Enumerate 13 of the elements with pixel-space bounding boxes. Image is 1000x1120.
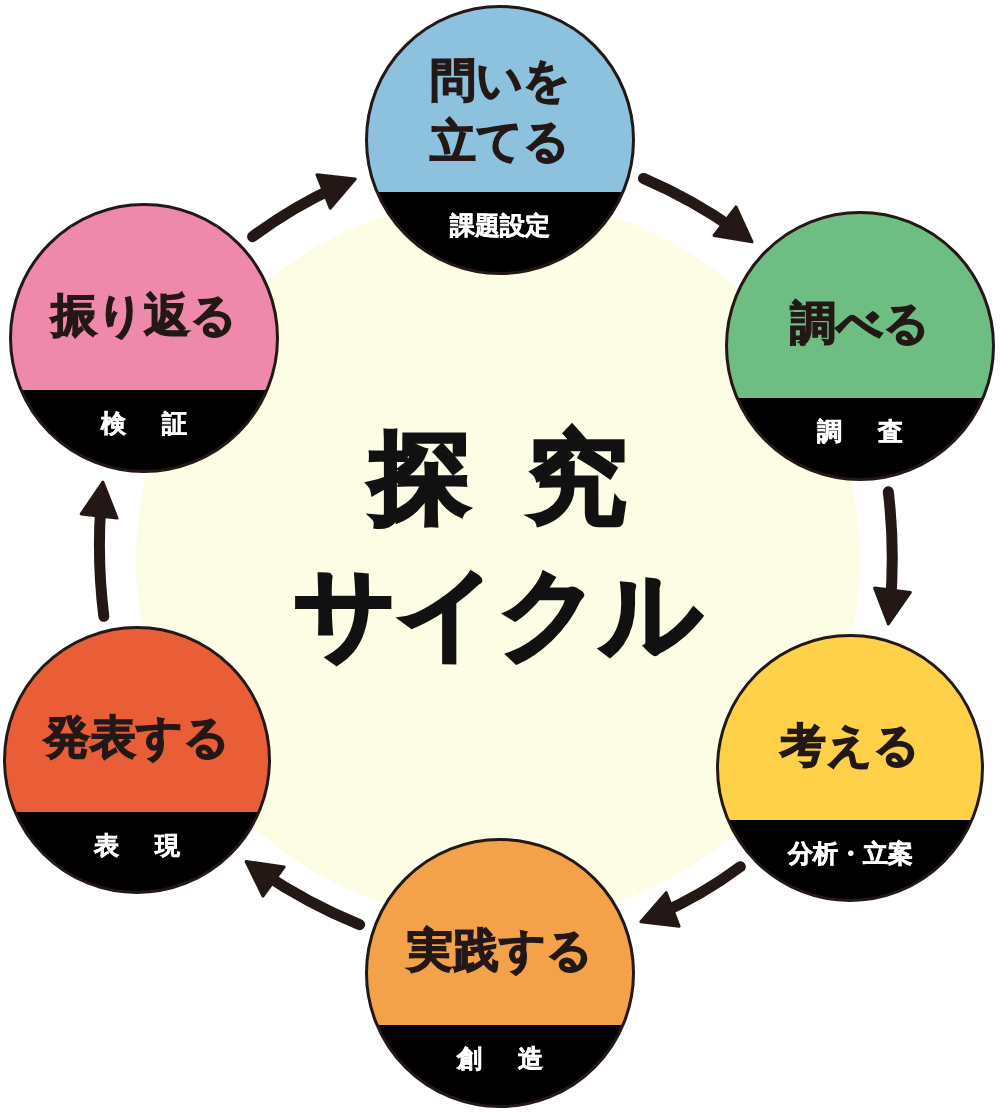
step-title: 実践する (407, 921, 593, 979)
step-title: 振り返る (51, 286, 237, 344)
step-title: 調べる (790, 294, 930, 352)
step-label: 創造 (457, 1044, 543, 1074)
cycle-title: 探究サイクル (294, 418, 702, 674)
step-title: 問いを立てる (429, 52, 571, 170)
step-label: 課題設定 (450, 211, 550, 241)
step-label: 表現 (94, 831, 180, 861)
step-label: 検証 (101, 409, 187, 439)
step-label: 分析・立案 (787, 839, 913, 869)
step-title: 考える (780, 716, 920, 774)
step-title: 発表する (44, 708, 230, 766)
step-label: 調査 (817, 417, 903, 447)
